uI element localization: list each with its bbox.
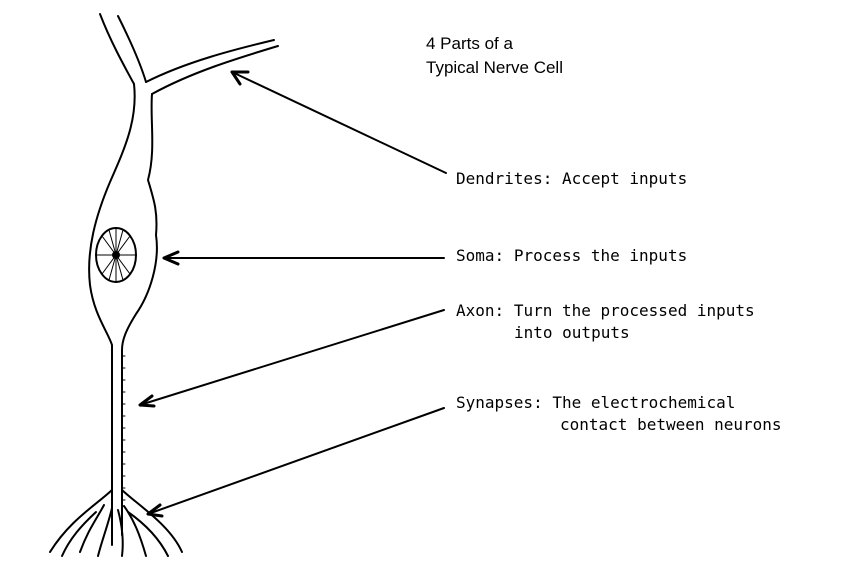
axon-label: Axon: Turn the processed inputs into out… bbox=[456, 300, 755, 344]
diagram-title: 4 Parts of a Typical Nerve Cell bbox=[426, 32, 563, 80]
dendrites-label: Dendrites: Accept inputs bbox=[456, 168, 687, 190]
cell-outline bbox=[88, 83, 158, 546]
synapses-name: Synapses: bbox=[456, 393, 543, 412]
pointer-arrows bbox=[138, 70, 447, 518]
nucleus bbox=[95, 227, 137, 283]
synapses-desc-1: The electrochemical bbox=[552, 393, 736, 412]
axon-arrow bbox=[139, 309, 445, 406]
dendrites-arrow bbox=[231, 71, 447, 174]
synapses-label: Synapses: The electrochemical contact be… bbox=[456, 392, 782, 436]
synapses-desc-2: contact between neurons bbox=[560, 415, 782, 434]
synapses-arrow bbox=[147, 407, 445, 515]
axon-desc-2: into outputs bbox=[514, 323, 630, 342]
dendrite-branches bbox=[99, 13, 279, 95]
soma-label: Soma: Process the inputs bbox=[456, 245, 687, 267]
axon-marks bbox=[121, 355, 126, 501]
axon-desc-1: Turn the processed inputs bbox=[513, 301, 755, 320]
axon-terminals bbox=[49, 489, 183, 557]
axon-name: Axon: bbox=[456, 301, 505, 320]
soma-desc: Process the inputs bbox=[513, 246, 688, 265]
soma-name: Soma: bbox=[456, 246, 505, 265]
title-line-2: Typical Nerve Cell bbox=[426, 58, 563, 77]
dendrites-name: Dendrites: bbox=[456, 169, 553, 188]
title-line-1: 4 Parts of a bbox=[426, 34, 513, 53]
dendrites-desc: Accept inputs bbox=[561, 169, 688, 188]
